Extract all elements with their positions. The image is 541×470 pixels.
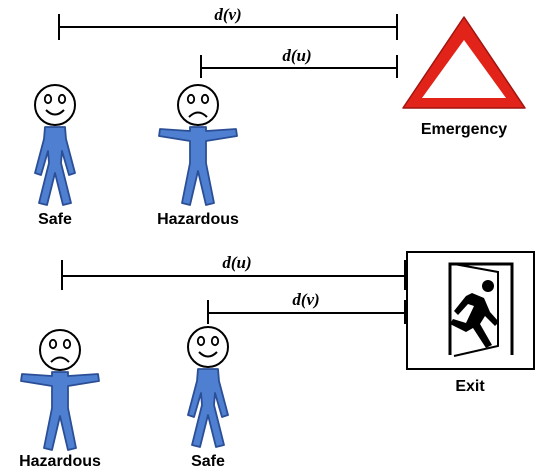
emergency-label: Emergency — [421, 121, 507, 138]
bottom-hazardous-person-icon — [20, 329, 100, 451]
top-distance-short-label: d(u) — [282, 46, 311, 65]
exit-label: Exit — [455, 378, 485, 395]
top-hazardous-person-icon — [158, 84, 238, 206]
bottom-distance-short — [207, 300, 406, 324]
bottom-hazardous-label: Hazardous — [19, 453, 101, 470]
bottom-distance-long — [61, 260, 406, 290]
bottom-distance-long-label: d(u) — [222, 253, 251, 272]
top-safe-label: Safe — [38, 211, 72, 228]
bottom-distance-short-label: d(v) — [292, 290, 319, 309]
top-distance-short — [200, 55, 398, 78]
warning-triangle-icon — [402, 16, 526, 109]
bottom-safe-label: Safe — [191, 453, 225, 470]
top-distance-long — [58, 14, 398, 40]
top-distance-long-label: d(v) — [214, 5, 241, 24]
bottom-safe-person-icon — [187, 326, 229, 448]
top-safe-person-icon — [34, 84, 76, 206]
top-hazardous-label: Hazardous — [157, 211, 239, 228]
running-exit-icon — [406, 251, 535, 370]
